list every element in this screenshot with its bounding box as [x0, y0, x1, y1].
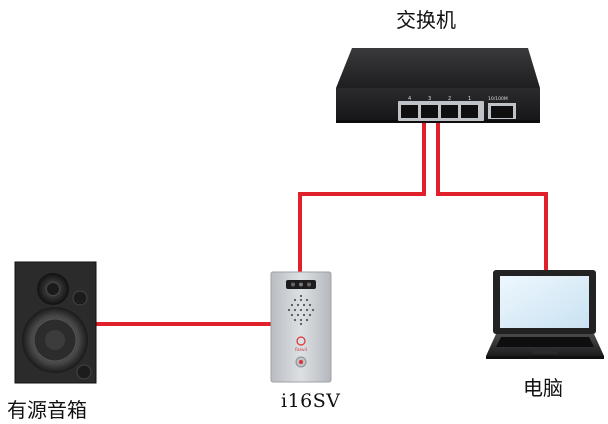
device-panel [270, 271, 332, 383]
device-speaker-grille [287, 294, 315, 326]
switch-port [421, 105, 438, 118]
switch-label: 交换机 [396, 8, 456, 32]
switch-port [461, 105, 478, 118]
cable-switch-to-computer [436, 118, 548, 270]
laptop-screen [500, 276, 589, 328]
switch-port [441, 105, 458, 118]
intercom-device: Fanvil [270, 271, 332, 383]
cables [96, 118, 548, 326]
device-brand: Fanvil [295, 347, 307, 352]
network-switch: 4 3 2 1 10/100M [336, 48, 540, 123]
switch-port-group [398, 101, 516, 121]
switch-port-label: 2 [448, 96, 451, 102]
switch-port-label: 1 [468, 96, 471, 102]
switch-uplink-label: 10/100M [488, 96, 508, 102]
device-label: i16SV [281, 390, 341, 412]
computer-label: 电脑 [523, 376, 563, 400]
laptop-keyboard [496, 337, 594, 347]
laptop-computer [486, 270, 604, 359]
cable-switch-to-device [298, 118, 426, 272]
switch-top-face [336, 48, 540, 88]
speaker-label: 有源音箱 [7, 398, 87, 422]
switch-port [401, 105, 418, 118]
active-speaker [14, 261, 97, 384]
switch-port-label: 3 [428, 96, 431, 102]
switch-port-label: 4 [408, 96, 411, 102]
device-brand-logo [296, 336, 306, 346]
